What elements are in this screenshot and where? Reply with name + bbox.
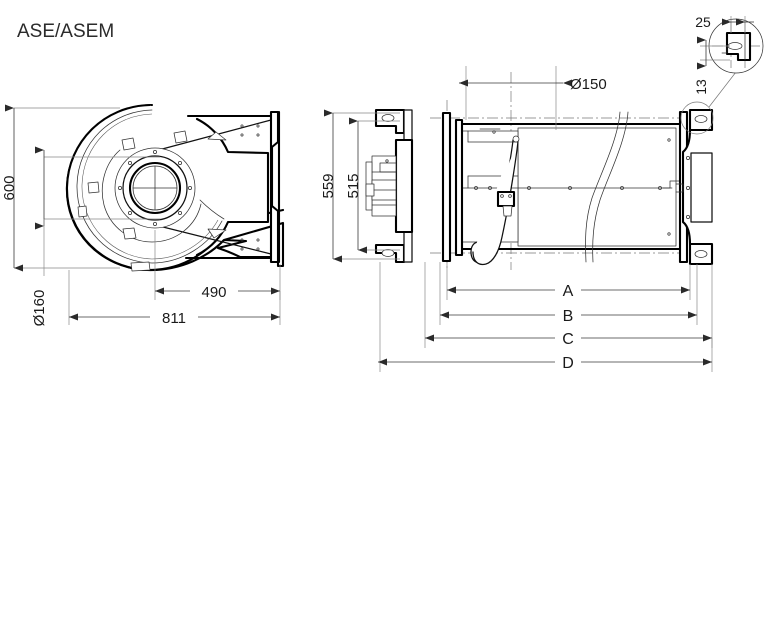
detail-bracket-hole (727, 42, 743, 50)
page-title: ASE/ASEM (17, 21, 114, 42)
flange-bolt-holes (240, 124, 260, 251)
dim-label-25: 25 (695, 14, 711, 30)
dim-a-text-mask (555, 280, 581, 300)
scroll-inner-wall (76, 109, 223, 264)
side-view: Ø150 559 515 A B (320, 66, 714, 372)
right-side-panel (690, 152, 713, 223)
right-bottom-lug-hole (694, 250, 708, 258)
flex-hose-line-1 (585, 111, 621, 263)
side-plate-cutouts (87, 130, 188, 240)
dim-d-text-mask (555, 352, 581, 372)
scroll-clip-left (77, 205, 88, 218)
dim-label-515: 515 (345, 173, 362, 198)
right-panel-screw-2 (686, 186, 690, 190)
dim-label-b: B (563, 308, 574, 325)
dim-label-490: 490 (201, 284, 226, 301)
body-fasteners (474, 130, 671, 243)
dim-label-600: 600 (1, 175, 18, 200)
scroll-foot-bottom (130, 261, 151, 272)
dim-label-150: Ø150 (570, 76, 607, 93)
body-inner-casing (517, 127, 677, 247)
dim-label-13: 13 (693, 79, 709, 95)
lower-slant-panel (150, 223, 272, 255)
flex-hose-line-2 (592, 111, 629, 263)
latch-pivot-top (512, 135, 520, 143)
right-top-lug-hole (694, 115, 708, 123)
latch-hook-arm-2 (472, 140, 519, 266)
discharge-tab-upper (207, 131, 227, 141)
right-panel-screw-3 (686, 215, 690, 219)
body-seam-step (662, 180, 681, 189)
dim-label-a: A (563, 283, 574, 300)
discharge-cone (195, 117, 270, 257)
motor-terminal-screw (385, 159, 389, 163)
right-bracket-ledge (675, 183, 684, 193)
dim-label-559: 559 (320, 173, 337, 198)
left-bottom-lug-hole (381, 249, 395, 257)
dim-label-811: 811 (162, 310, 186, 327)
detail-leader-line (708, 71, 737, 108)
dim-c-text-mask (555, 328, 581, 348)
hub-bolt-holes (118, 150, 192, 226)
front-view: 600 Ø160 490 811 (1, 103, 285, 327)
motor-shaft-end (365, 183, 375, 197)
detail-callout: 25 13 (680, 14, 764, 135)
discharge-tab (207, 228, 227, 239)
latch-clamp-screw-2 (508, 194, 512, 198)
dim-label-c: C (562, 331, 574, 348)
dim-label-160: Ø160 (31, 290, 48, 327)
left-flange-plate (441, 111, 452, 263)
latch-clamp-screw-1 (500, 194, 504, 198)
motor-terminal-box (379, 162, 397, 173)
latch-clamp-block (496, 190, 516, 208)
dim-490-text-mask (190, 281, 238, 301)
detail-bracket-step (721, 46, 728, 54)
right-panel-screw-1 (686, 156, 690, 160)
left-top-lug-hole (381, 114, 395, 122)
scroll-cutoff (199, 199, 225, 220)
dim-b-text-mask (555, 305, 581, 325)
latch-clamp-stem (502, 205, 513, 217)
left-flange-plate-2 (454, 118, 464, 257)
detail-source-circle (680, 101, 714, 135)
dim-label-d: D (562, 355, 574, 372)
dim-811-text-mask (150, 307, 198, 327)
motor-adapter-plate (394, 138, 414, 234)
scroll-inner-wall-2 (81, 113, 219, 260)
